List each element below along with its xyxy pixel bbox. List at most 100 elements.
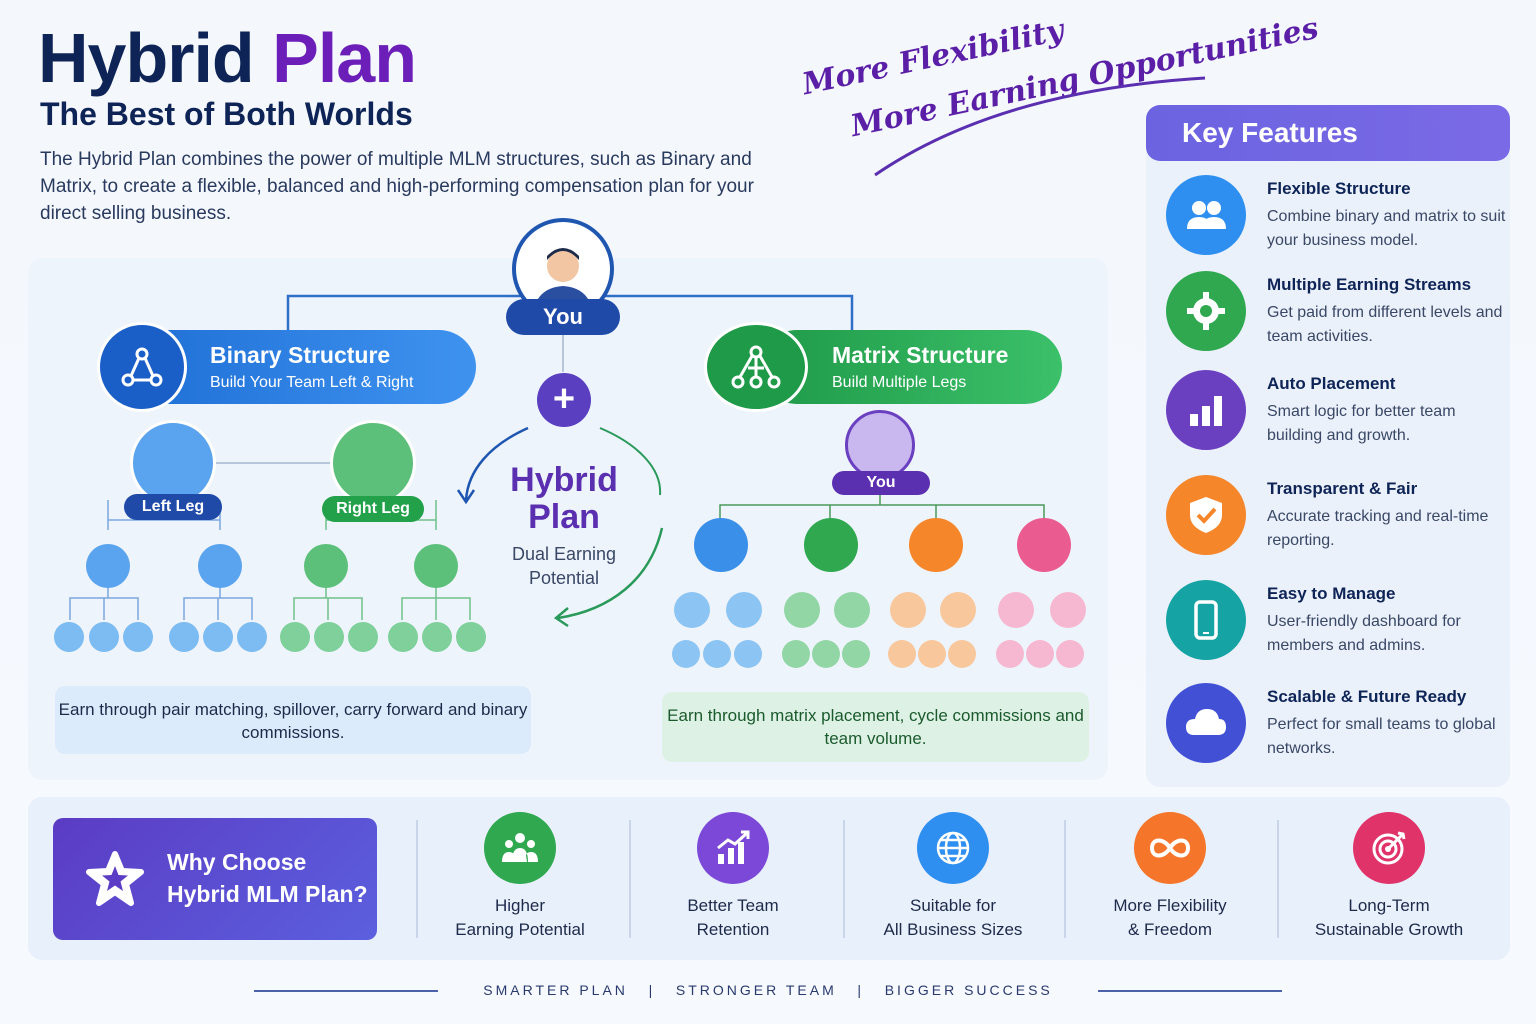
hybrid-plan-subtitle: Dual Earning Potential — [484, 542, 644, 590]
title-main: Hybrid — [38, 19, 255, 97]
diagram-connectors — [69, 294, 1045, 628]
feature-description: Perfect for small teams to global networ… — [1267, 716, 1496, 757]
matrix-leaf — [734, 640, 762, 668]
feature-title: Transparent & Fair — [1267, 479, 1418, 498]
matrix-structure-pill: Matrix Structure Build Multiple Legs — [760, 330, 1062, 404]
benefit-line1: More Flexibility — [1113, 896, 1227, 915]
matrix-leaf — [948, 640, 976, 668]
why-choose-card: Why Choose Hybrid MLM Plan? — [53, 818, 377, 940]
plus-icon: + — [537, 373, 591, 427]
right-leg-label: Right Leg — [322, 496, 424, 522]
hybrid-title-line2: Plan — [528, 498, 600, 536]
matrix-leaf — [998, 592, 1034, 628]
benefit-line1: Long-Term — [1348, 896, 1430, 915]
matrix-leaf — [672, 640, 700, 668]
matrix-leaf — [674, 592, 710, 628]
matrix-title: Matrix Structure — [832, 342, 1009, 368]
users-icon — [1166, 175, 1246, 255]
feature-description: Combine binary and matrix to suit your b… — [1267, 208, 1506, 249]
benefit-line2: & Freedom — [1127, 920, 1213, 939]
matrix-leaf — [842, 640, 870, 668]
hybrid-sub-line2: Potential — [528, 568, 600, 588]
benefit-line2: Sustainable Growth — [1314, 920, 1464, 939]
matrix-leaf — [1056, 640, 1084, 668]
matrix-you-avatar — [845, 410, 915, 480]
intro-text: The Hybrid Plan combines the power of mu… — [40, 149, 754, 224]
matrix-earn-note: Earn through matrix placement, cycle com… — [662, 692, 1089, 762]
right-leg-avatar — [330, 420, 416, 506]
script-underline — [874, 76, 1206, 177]
features-heading: Key Features — [1146, 105, 1510, 161]
team-icon — [484, 812, 556, 884]
matrix-leaf — [940, 592, 976, 628]
matrix-leaf — [834, 592, 870, 628]
why-title: Why Choose Hybrid MLM Plan? — [167, 846, 368, 910]
page-subtitle: The Best of Both Worlds — [40, 96, 413, 132]
left-leg-avatar — [130, 420, 216, 506]
benefit-divider — [416, 820, 418, 938]
star-icon — [86, 851, 144, 906]
benefit-divider — [629, 820, 631, 938]
tree-leaf — [123, 622, 153, 652]
matrix-leaf — [812, 640, 840, 668]
footer-divider-left — [254, 990, 438, 992]
benefit-line1: Suitable for — [910, 896, 996, 915]
matrix-leaf — [782, 640, 810, 668]
page-title: Hybrid Plan — [38, 18, 417, 98]
benefit-line2: Retention — [696, 920, 770, 939]
shield-check-icon — [1166, 475, 1246, 555]
tree-node — [414, 544, 458, 588]
hybrid-sub-line1: Dual Earning — [511, 544, 617, 564]
feature-title: Easy to Manage — [1267, 584, 1396, 603]
benefit-line2: All Business Sizes — [883, 920, 1023, 939]
tree-node — [198, 544, 242, 588]
why-line2: Hybrid MLM Plan? — [167, 881, 368, 907]
cloud-icon — [1166, 683, 1246, 763]
infinity-icon — [1134, 812, 1206, 884]
benefit-line1: Better Team — [687, 896, 779, 915]
tree-leaf — [54, 622, 84, 652]
hybrid-title-line1: Hybrid — [510, 461, 618, 499]
matrix-node — [909, 518, 963, 572]
left-leg-label: Left Leg — [124, 494, 222, 520]
benefit-item: More Flexibility & Freedom — [1070, 812, 1270, 942]
tree-leaf — [456, 622, 486, 652]
binary-icon — [97, 322, 187, 412]
tree-leaf — [203, 622, 233, 652]
matrix-leaf — [726, 592, 762, 628]
growth-chart-icon — [697, 812, 769, 884]
matrix-node — [694, 518, 748, 572]
benefit-divider — [1064, 820, 1066, 938]
matrix-you-label: You — [832, 471, 930, 495]
tree-leaf — [89, 622, 119, 652]
footer-divider-right — [1098, 990, 1282, 992]
matrix-node — [1017, 518, 1071, 572]
benefit-divider — [1277, 820, 1279, 938]
why-line1: Why Choose — [167, 849, 307, 875]
target-icon — [1353, 812, 1425, 884]
benefit-divider — [843, 820, 845, 938]
tree-leaf — [314, 622, 344, 652]
tree-leaf — [422, 622, 452, 652]
matrix-leaf — [1050, 592, 1086, 628]
tree-leaf — [237, 622, 267, 652]
hybrid-plan-title: Hybrid Plan — [484, 462, 644, 536]
tree-leaf — [348, 622, 378, 652]
feature-title: Auto Placement — [1267, 374, 1396, 393]
tree-leaf — [388, 622, 418, 652]
matrix-leaf — [1026, 640, 1054, 668]
matrix-leaf — [703, 640, 731, 668]
matrix-node — [804, 518, 858, 572]
benefit-line1: Higher — [494, 896, 546, 915]
matrix-leaf — [996, 640, 1024, 668]
